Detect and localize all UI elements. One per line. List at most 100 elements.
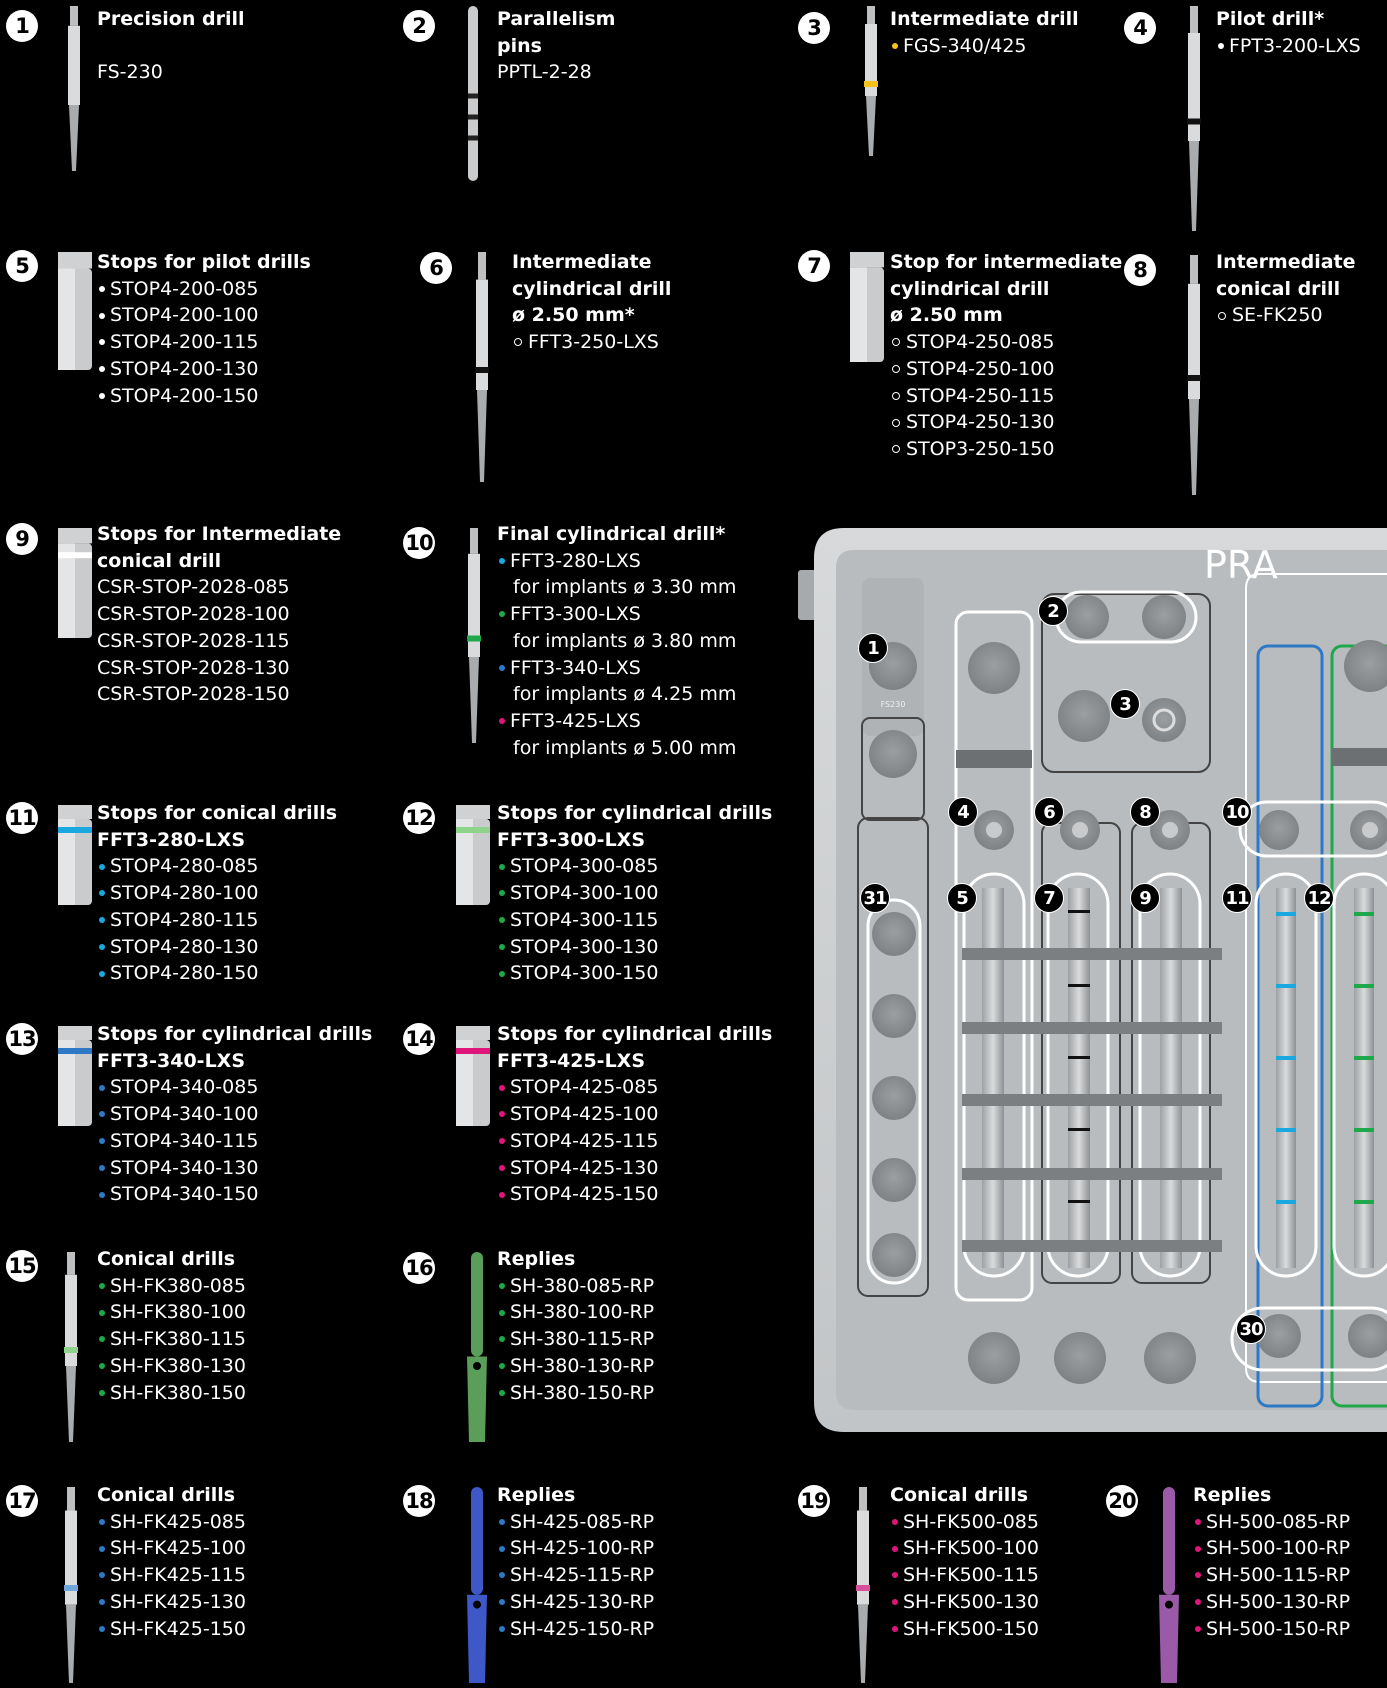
part-number-line: for implants ø 5.00 mm: [497, 735, 736, 762]
bullet-icon: [499, 1111, 505, 1118]
tray-callout-badge: 8: [1130, 797, 1160, 827]
part-number: SH-FK425-130: [110, 1590, 246, 1613]
part-number: CSR-STOP-2028-100: [97, 603, 290, 626]
item-number-badge: 6: [420, 252, 452, 284]
part-number: STOP4-340-130: [110, 1156, 259, 1179]
item-title: ø 2.50 mm*: [512, 304, 635, 327]
bullet-icon: [499, 1309, 505, 1316]
part-number-line: for implants ø 3.80 mm: [497, 628, 736, 655]
part-number-line: SH-380-130-RP: [497, 1353, 654, 1380]
part-number: SH-380-130-RP: [510, 1354, 655, 1377]
bullet-icon: [99, 1336, 105, 1343]
part-number: CSR-STOP-2028-085: [97, 576, 290, 599]
part-number-line: STOP4-280-085: [97, 853, 337, 880]
bullet-icon: [499, 718, 505, 725]
bullet-icon: [892, 338, 900, 347]
tray-callout-badge: 1: [858, 633, 888, 663]
part-number: STOP4-280-085: [110, 855, 259, 878]
bullet-icon: [499, 1138, 505, 1145]
part-number-line: SH-500-100-RP: [1193, 1535, 1350, 1562]
part-number: FFT3-280-LXS: [510, 549, 641, 572]
part-number-line: SH-500-130-RP: [1193, 1589, 1350, 1616]
part-number-line: STOP4-280-100: [97, 880, 337, 907]
instrument-illustration: [848, 6, 894, 160]
bullet-icon: [499, 1283, 505, 1290]
part-number-line: FGS-340/425: [890, 33, 1079, 60]
part-number-line: STOP4-340-085: [97, 1074, 372, 1101]
tray-callout-badge: 11: [1222, 883, 1252, 913]
item-title: FFT3-300-LXS: [497, 828, 646, 851]
tray-callout-badge: 30: [1236, 1314, 1266, 1344]
part-number: STOP4-200-130: [110, 357, 259, 380]
item-title: conical drill: [1216, 277, 1341, 300]
part-number: SH-380-115-RP: [510, 1328, 655, 1351]
item-title: Stops for Intermediate: [97, 523, 342, 545]
part-number: STOP4-250-100: [906, 357, 1055, 380]
part-number: SH-425-115-RP: [510, 1564, 655, 1587]
part-number-line: STOP4-340-100: [97, 1101, 372, 1128]
part-number-line: CSR-STOP-2028-130: [97, 655, 341, 682]
item-number-badge: 11: [6, 802, 38, 834]
part-number-line: SH-FK425-130: [97, 1589, 246, 1616]
part-number-line: STOP4-200-085: [97, 276, 311, 303]
tray-callout-badge: 6: [1034, 797, 1064, 827]
bullet-icon: [99, 917, 105, 924]
part-number-line: SH-FK380-150: [97, 1380, 246, 1407]
part-number: SH-500-130-RP: [1206, 1590, 1351, 1613]
part-number: STOP4-340-100: [110, 1103, 259, 1126]
item-title: Conical drills: [97, 1248, 236, 1270]
part-number-line: STOP4-425-130: [497, 1155, 772, 1182]
bullet-icon: [499, 917, 505, 924]
bullet-icon: [99, 943, 105, 950]
bullet-icon: [1195, 1519, 1201, 1526]
part-number: FFT3-425-LXS: [510, 709, 641, 732]
part-number: FPT3-200-LXS: [1229, 34, 1361, 57]
part-number-line: FS-230: [97, 59, 244, 86]
instrument-illustration: [455, 6, 491, 185]
item-title: Replies: [497, 1248, 576, 1270]
bullet-icon: [99, 1309, 105, 1316]
part-number-line: STOP4-200-100: [97, 302, 311, 329]
item-number-badge: 14: [403, 1023, 435, 1055]
bullet-icon: [99, 1084, 105, 1091]
bullet-icon: [1195, 1599, 1201, 1606]
part-number-line: SH-FK380-115: [97, 1326, 246, 1353]
part-number-line: SH-FK500-130: [890, 1589, 1039, 1616]
item-title: FFT3-340-LXS: [97, 1049, 246, 1072]
item-title: Stops for conical drills: [97, 802, 338, 824]
bullet-icon: [99, 312, 105, 319]
part-number-line: [97, 33, 244, 60]
part-number: STOP4-280-150: [110, 962, 259, 985]
bullet-icon: [99, 1363, 105, 1370]
part-number: SE-FK250: [1232, 304, 1323, 327]
part-number: STOP4-280-130: [110, 935, 259, 958]
tray-callout-badge: 5: [947, 883, 977, 913]
part-number: STOP4-200-115: [110, 331, 259, 354]
bullet-icon: [499, 1363, 505, 1370]
part-number-line: STOP4-340-150: [97, 1181, 372, 1208]
part-number: SH-FK500-130: [903, 1590, 1039, 1613]
part-number-line: SH-FK425-085: [97, 1509, 246, 1536]
instrument-illustration: [840, 252, 894, 366]
surgical-kit-tray: FS230: [798, 528, 1387, 1432]
tray-callout-badge: 12: [1304, 883, 1334, 913]
part-number-line: FFT3-250-LXS: [512, 329, 671, 356]
part-number-line: SH-FK380-085: [97, 1273, 246, 1300]
part-number: STOP4-300-085: [510, 855, 659, 878]
item-number-badge: 7: [798, 250, 830, 282]
part-number: STOP4-425-115: [510, 1129, 659, 1152]
item-title: conical drill: [97, 549, 222, 572]
part-number-line: CSR-STOP-2028-150: [97, 681, 341, 708]
instrument-illustration: [446, 805, 500, 909]
part-number-line: STOP4-200-130: [97, 356, 311, 383]
bullet-icon: [99, 1138, 105, 1145]
part-number: [97, 33, 103, 60]
